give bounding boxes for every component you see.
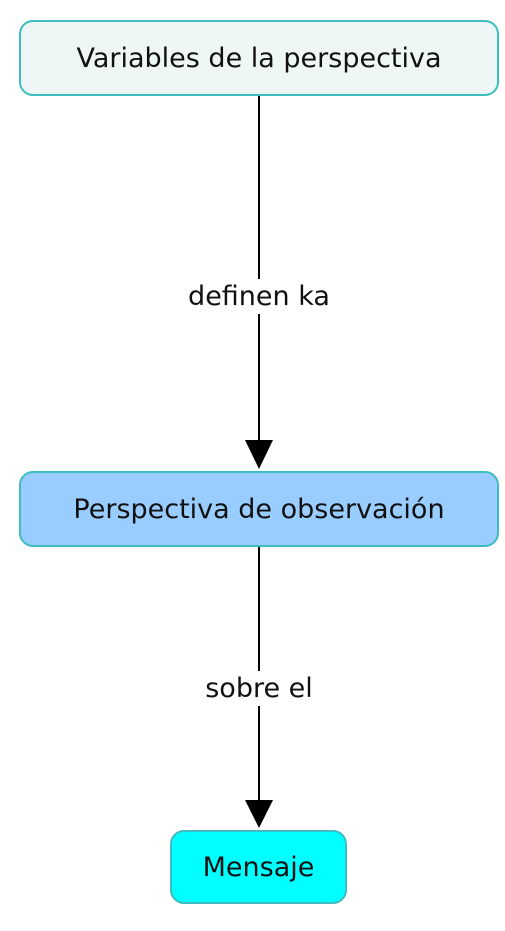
concept-node-variables[interactable]: Variables de la perspectiva (19, 20, 499, 96)
arrowhead-2 (245, 800, 273, 828)
concept-node-mensaje[interactable]: Mensaje (170, 830, 347, 904)
concept-node-perspectiva[interactable]: Perspectiva de observación (19, 471, 499, 547)
link-label-definen: definen ka (186, 279, 332, 314)
arrowhead-1 (245, 440, 273, 469)
link-label-sobre: sobre el (203, 671, 315, 706)
